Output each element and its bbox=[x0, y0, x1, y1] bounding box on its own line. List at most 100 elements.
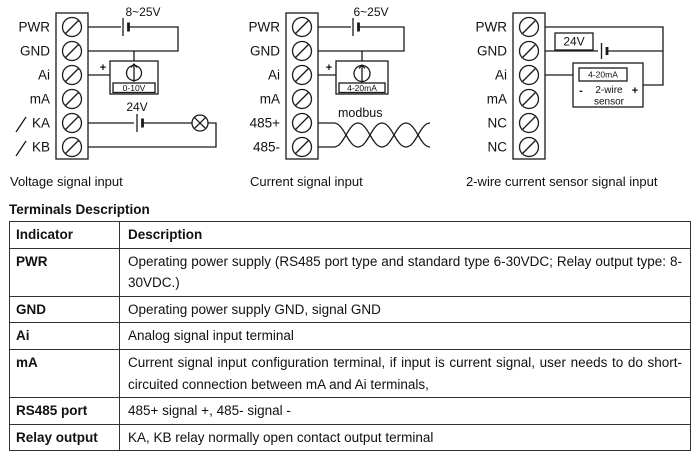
screw-terminal-icon bbox=[518, 16, 540, 38]
wire bbox=[88, 122, 217, 148]
indicator-cell: RS485 port bbox=[9, 397, 120, 425]
table-row: Relay output KA, KB relay normally open … bbox=[9, 423, 691, 452]
indicator-cell: Relay output bbox=[9, 423, 120, 452]
indicator-cell: GND bbox=[9, 295, 120, 324]
terminal-label: mA bbox=[487, 92, 507, 107]
indicator-cell: Ai bbox=[9, 322, 120, 350]
screw-terminal-icon bbox=[291, 136, 313, 158]
table-row: RS485 port 485+ signal +, 485- signal - bbox=[9, 397, 691, 425]
terminal-block bbox=[512, 12, 546, 160]
screw-terminal-icon bbox=[291, 88, 313, 110]
supply-voltage-label: 24V bbox=[563, 35, 584, 49]
description-cell: Current signal input configuration termi… bbox=[119, 348, 691, 399]
table-row: mA Current signal input configuration te… bbox=[9, 348, 691, 399]
twisted-pair-icon bbox=[333, 122, 431, 148]
terminal-label: KB bbox=[32, 140, 50, 155]
current-signal-input-diagram: PWR GND Ai mA 485+ 485- 6~25V 4-20mA bbox=[236, 5, 451, 189]
terminal-label: GND bbox=[20, 44, 50, 59]
plus-sign: + bbox=[100, 62, 106, 74]
terminal-label: PWR bbox=[249, 20, 281, 35]
screw-terminal-icon bbox=[61, 112, 83, 134]
screw-terminal-icon bbox=[518, 64, 540, 86]
terminal-label: GND bbox=[250, 44, 280, 59]
terminal-label: mA bbox=[30, 92, 50, 107]
screw-terminal-icon bbox=[291, 40, 313, 62]
sensor-range-label: 4-20mA bbox=[588, 70, 618, 80]
terminal-label: NC bbox=[488, 140, 508, 155]
twisted-pair-icon bbox=[333, 122, 431, 148]
terminals-description-table: Indicator Description PWR Operating powe… bbox=[9, 221, 691, 452]
screw-terminal-icon bbox=[518, 112, 540, 134]
plus-sign: + bbox=[326, 62, 332, 74]
sensor-label: 2-wire bbox=[595, 85, 623, 96]
wiring-diagrams-row: PWR GND Ai mA KA KB 8~25V 0-10V + bbox=[6, 5, 698, 189]
screw-terminal-icon bbox=[61, 88, 83, 110]
voltage-signal-input-diagram: PWR GND Ai mA KA KB 8~25V 0-10V + bbox=[6, 5, 236, 189]
minus-sign: - bbox=[579, 85, 583, 97]
screw-terminal-icon bbox=[518, 88, 540, 110]
screw-terminal-icon bbox=[518, 136, 540, 158]
wire bbox=[318, 122, 334, 148]
screw-terminal-icon bbox=[61, 136, 83, 158]
two-wire-sensor-schematic: PWR GND Ai mA NC NC 24V 4-20mA - 2-wir bbox=[476, 12, 664, 160]
screw-terminal-icon bbox=[291, 16, 313, 38]
source-range-label: 4-20mA bbox=[347, 83, 377, 93]
description-cell: Operating power supply (RS485 port type … bbox=[119, 247, 691, 297]
terminal-label: NC bbox=[488, 116, 508, 131]
source-label-box bbox=[338, 82, 386, 94]
supply-voltage-label: 6~25V bbox=[353, 5, 388, 19]
modbus-label: modbus bbox=[338, 106, 382, 120]
column-header-indicator: Indicator bbox=[9, 221, 120, 249]
screw-terminal-icon bbox=[291, 112, 313, 134]
terminal-label: Ai bbox=[495, 68, 507, 83]
terminal-label: PWR bbox=[19, 20, 51, 35]
relay-contact-icon bbox=[15, 116, 27, 157]
description-cell: Operating power supply GND, signal GND bbox=[119, 295, 691, 324]
plus-sign: + bbox=[632, 85, 638, 97]
table-row: PWR Operating power supply (RS485 port t… bbox=[9, 247, 691, 297]
screw-terminal-icon bbox=[61, 16, 83, 38]
lamp-icon bbox=[193, 116, 207, 130]
wire bbox=[88, 26, 179, 52]
indicator-cell: PWR bbox=[9, 247, 120, 297]
screw-terminal-icon bbox=[61, 64, 83, 86]
terminal-label: KA bbox=[32, 116, 50, 131]
page: PWR GND Ai mA KA KB 8~25V 0-10V + bbox=[6, 5, 698, 452]
relay-supply-label: 24V bbox=[126, 100, 147, 114]
meter-needle-icon bbox=[358, 64, 366, 83]
description-cell: Analog signal input terminal bbox=[119, 322, 691, 350]
signal-source-box bbox=[109, 60, 159, 95]
sensor-label: sensor bbox=[594, 97, 625, 108]
screw-terminal-icon bbox=[61, 40, 83, 62]
supply-label-box bbox=[554, 32, 594, 51]
sensor-range-label-box bbox=[578, 67, 628, 82]
terminal-block bbox=[285, 12, 319, 160]
indicator-cell: mA bbox=[9, 348, 120, 399]
screw-terminal-icon bbox=[291, 64, 313, 86]
terminal-label: Ai bbox=[38, 68, 50, 83]
terminal-label: mA bbox=[260, 92, 280, 107]
table-row: Ai Analog signal input terminal bbox=[9, 322, 691, 350]
table-heading: Terminals Description bbox=[9, 202, 150, 217]
signal-source-box bbox=[335, 60, 389, 95]
two-wire-sensor-input-diagram: PWR GND Ai mA NC NC 24V 4-20mA - 2-wir bbox=[463, 5, 698, 189]
terminal-label: PWR bbox=[476, 20, 508, 35]
diagram-caption: 2-wire current sensor signal input bbox=[466, 174, 658, 189]
description-cell: KA, KB relay normally open contact outpu… bbox=[119, 423, 691, 452]
table-row: GND Operating power supply GND, signal G… bbox=[9, 295, 691, 324]
source-range-label: 0-10V bbox=[123, 83, 146, 93]
wire bbox=[318, 26, 405, 52]
wire bbox=[545, 26, 664, 86]
description-cell: 485+ signal +, 485- signal - bbox=[119, 397, 691, 425]
sensor-box bbox=[572, 62, 644, 108]
diagram-caption: Current signal input bbox=[250, 174, 363, 189]
terminal-label: 485- bbox=[253, 140, 280, 155]
column-header-description: Description bbox=[119, 221, 691, 249]
terminal-label: GND bbox=[477, 44, 507, 59]
voltage-signal-input-schematic: PWR GND Ai mA KA KB 8~25V 0-10V + bbox=[15, 5, 217, 160]
source-label-box bbox=[112, 82, 156, 94]
screw-terminal-icon bbox=[518, 40, 540, 62]
current-signal-input-schematic: PWR GND Ai mA 485+ 485- 6~25V 4-20mA bbox=[249, 5, 431, 160]
table-header-row: Indicator Description bbox=[9, 221, 691, 249]
terminal-label: 485+ bbox=[250, 116, 281, 131]
